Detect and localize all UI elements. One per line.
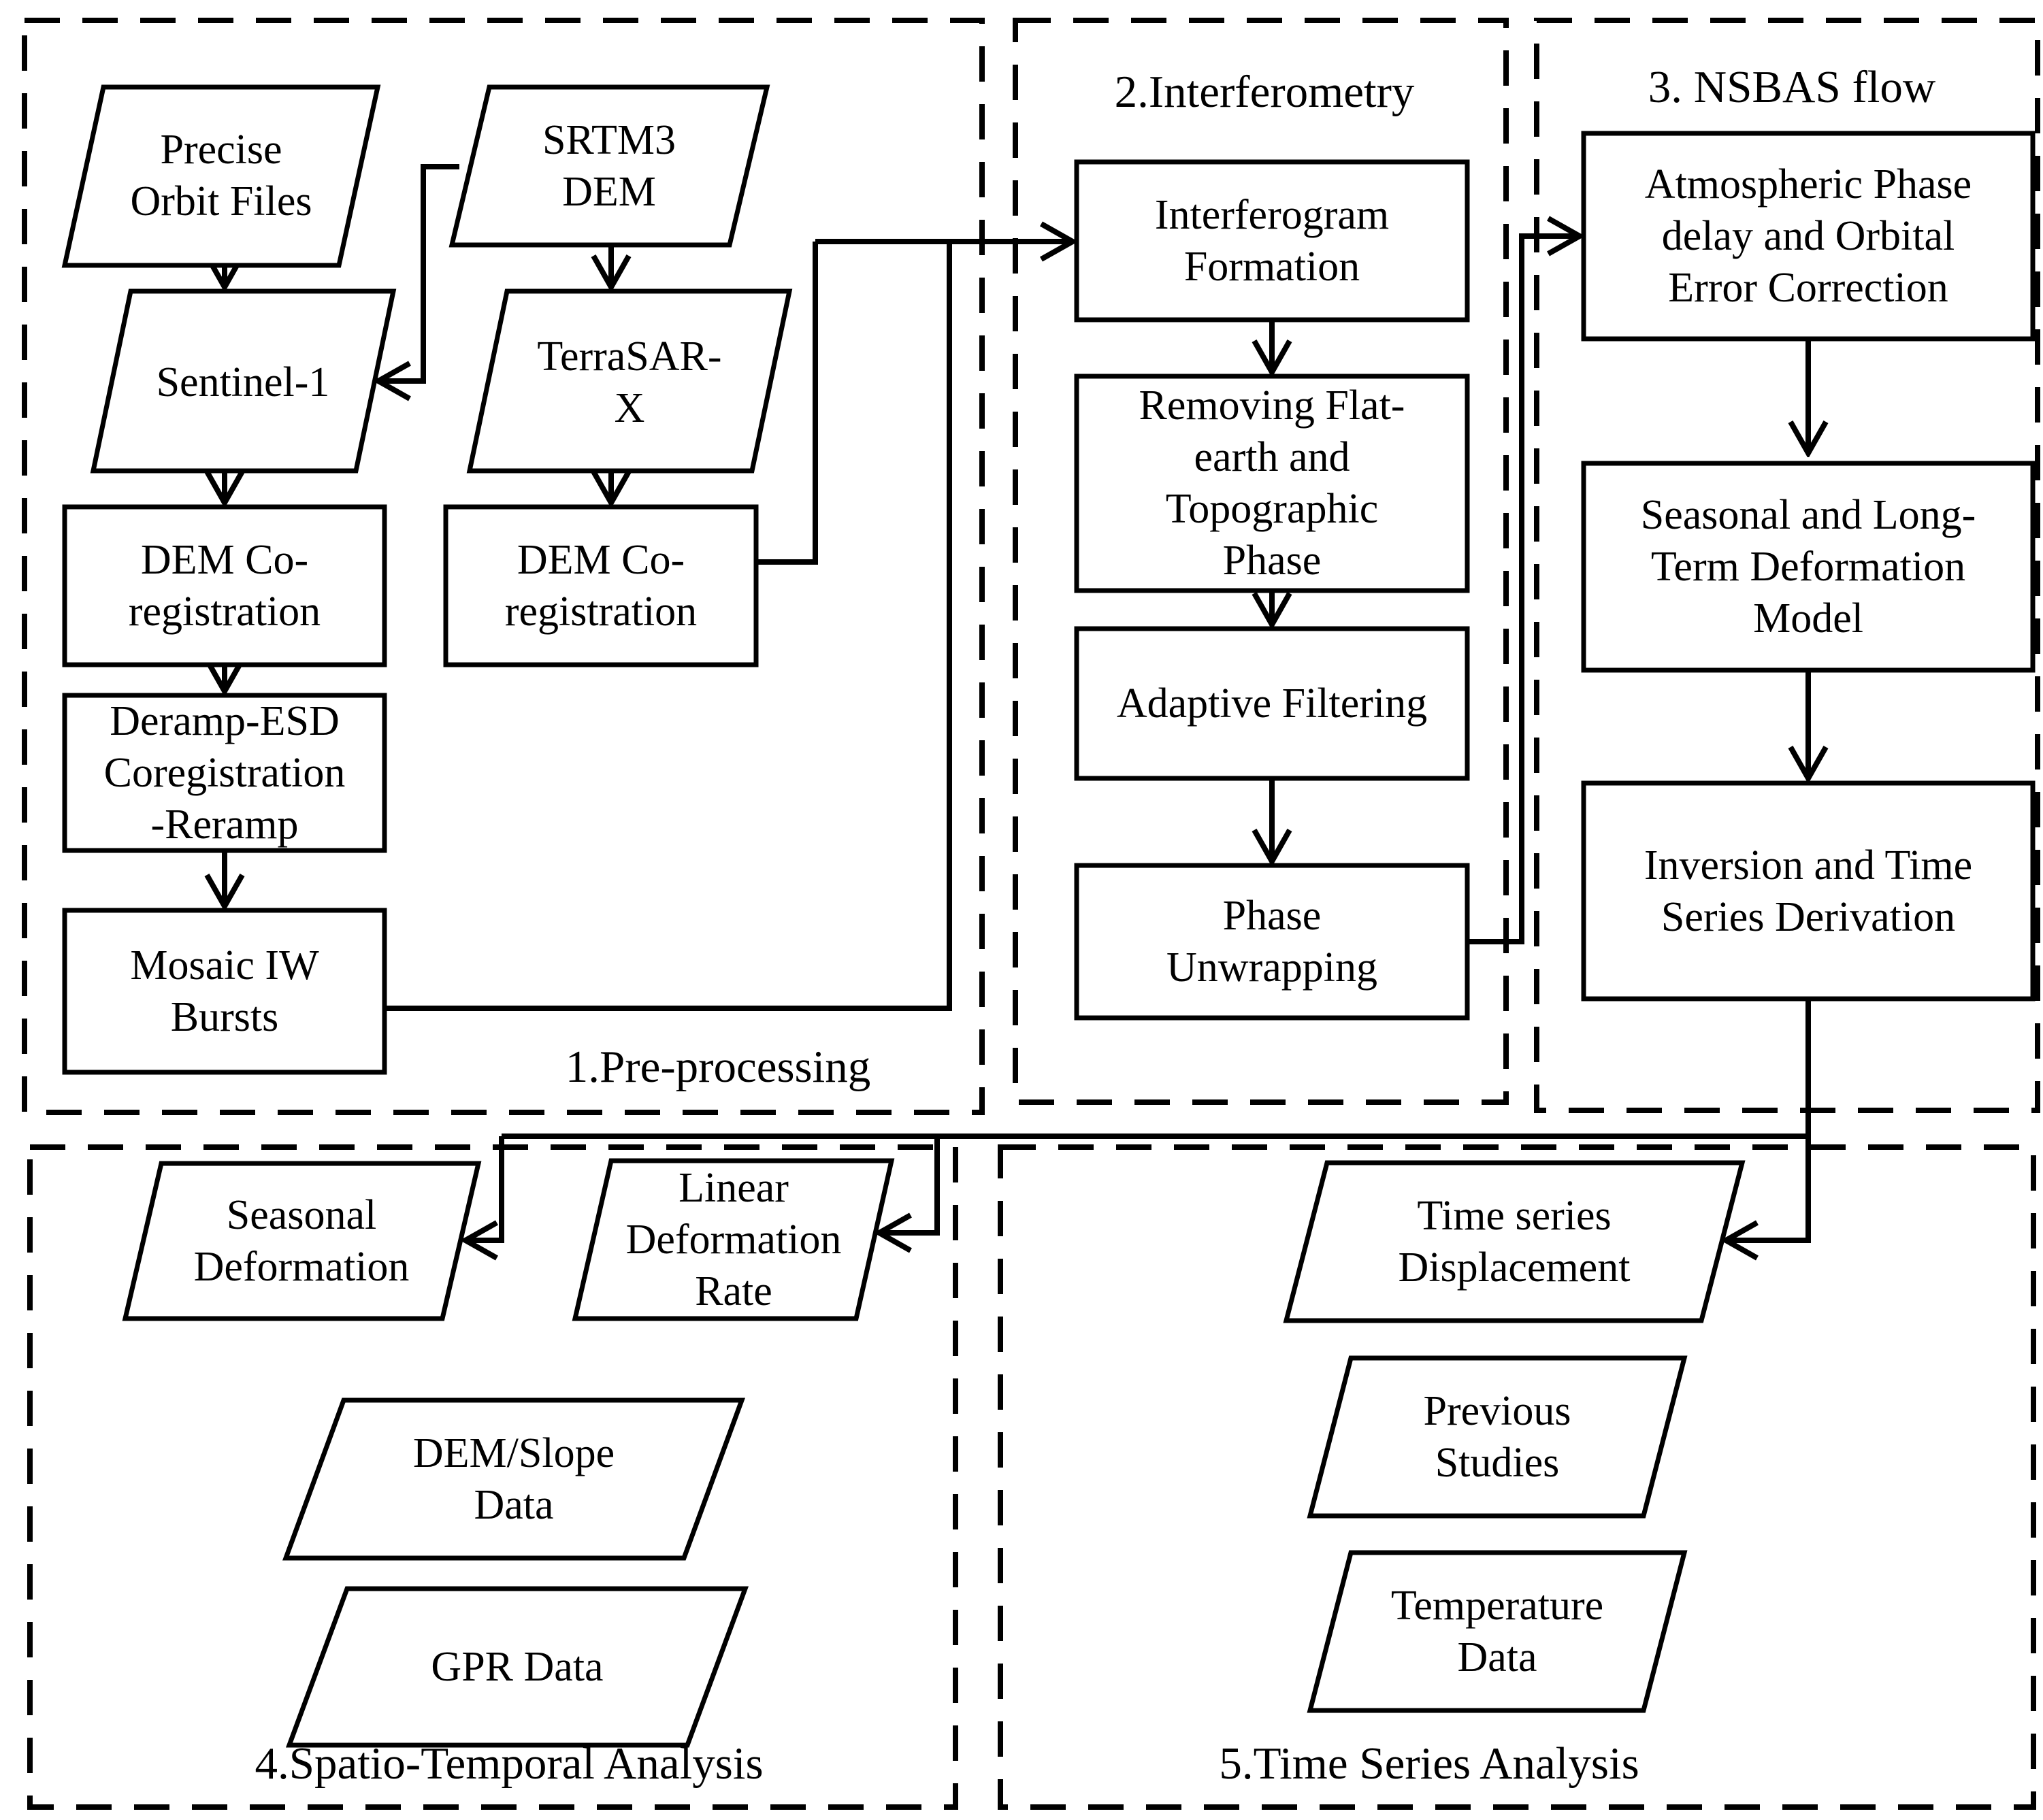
process-node-mosaic-iw-bursts bbox=[62, 908, 387, 1075]
connector-branch-to-linear-rate bbox=[882, 1136, 940, 1233]
section-label-pre-processing: 1.Pre-processing bbox=[566, 1042, 870, 1092]
connector-inversion-to-displacement bbox=[1729, 999, 1811, 1240]
data-node-time-series-displacement bbox=[1283, 1160, 1746, 1323]
process-node-removing-flat-earth bbox=[1074, 374, 1470, 593]
data-node-terrasar-x bbox=[466, 288, 793, 474]
section-border-pre-processing bbox=[22, 18, 985, 1115]
node-label-dem-coregistration-right: DEM Co-registration bbox=[505, 537, 697, 635]
process-node-dem-coregistration-left bbox=[62, 504, 387, 667]
node-label-dem-coregistration-left: DEM Co-registration bbox=[129, 537, 321, 635]
process-node-interferogram-formation bbox=[1074, 159, 1470, 322]
connector-branch-to-seasonal bbox=[468, 1136, 504, 1240]
section-label-nsbas-flow: 3. NSBAS flow bbox=[1648, 62, 1936, 112]
node-label-adaptive-filtering: Adaptive Filtering bbox=[1117, 680, 1427, 727]
process-node-phase-unwrapping bbox=[1074, 863, 1470, 1021]
connector-mosaic-merge bbox=[385, 242, 952, 1011]
data-node-sentinel-1 bbox=[90, 288, 397, 474]
node-label-sentinel-1: Sentinel-1 bbox=[157, 359, 330, 406]
data-node-previous-studies bbox=[1307, 1355, 1688, 1519]
data-node-temperature-data bbox=[1307, 1550, 1688, 1713]
data-node-gpr-data bbox=[285, 1586, 749, 1748]
connector-demco-right-merge bbox=[756, 242, 818, 565]
process-node-dem-coregistration-right bbox=[443, 504, 759, 667]
data-node-dem-slope-data bbox=[282, 1397, 746, 1561]
data-node-srtm3-dem bbox=[448, 84, 770, 248]
section-border-interferometry bbox=[1013, 18, 1509, 1105]
data-node-linear-deformation-rate bbox=[572, 1158, 895, 1321]
connector-srtm3-to-sentinel bbox=[381, 164, 459, 381]
process-node-deramp-esd-coregistration bbox=[62, 693, 387, 853]
section-label-time-series-analysis: 5.Time Series Analysis bbox=[1219, 1738, 1639, 1789]
data-node-seasonal-deformation bbox=[122, 1161, 482, 1321]
section-border-nsbas-flow bbox=[1534, 18, 2040, 1113]
process-node-adaptive-filtering bbox=[1074, 626, 1470, 781]
process-node-atmospheric-correction bbox=[1581, 131, 2036, 342]
section-border-time-series-analysis bbox=[998, 1144, 2036, 1810]
section-label-interferometry: 2.Interferometry bbox=[1115, 67, 1415, 117]
node-label-gpr-data: GPR Data bbox=[431, 1644, 603, 1690]
section-border-spatio-temporal-analysis bbox=[27, 1144, 958, 1810]
process-node-inversion-time-series bbox=[1581, 780, 2036, 1002]
connector-phase-to-atmospheric bbox=[1467, 236, 1577, 944]
node-label-terrasar-x: TerraSAR-X bbox=[537, 333, 721, 431]
data-node-precise-orbit-files bbox=[61, 84, 381, 268]
process-node-seasonal-long-term-model bbox=[1581, 461, 2036, 673]
